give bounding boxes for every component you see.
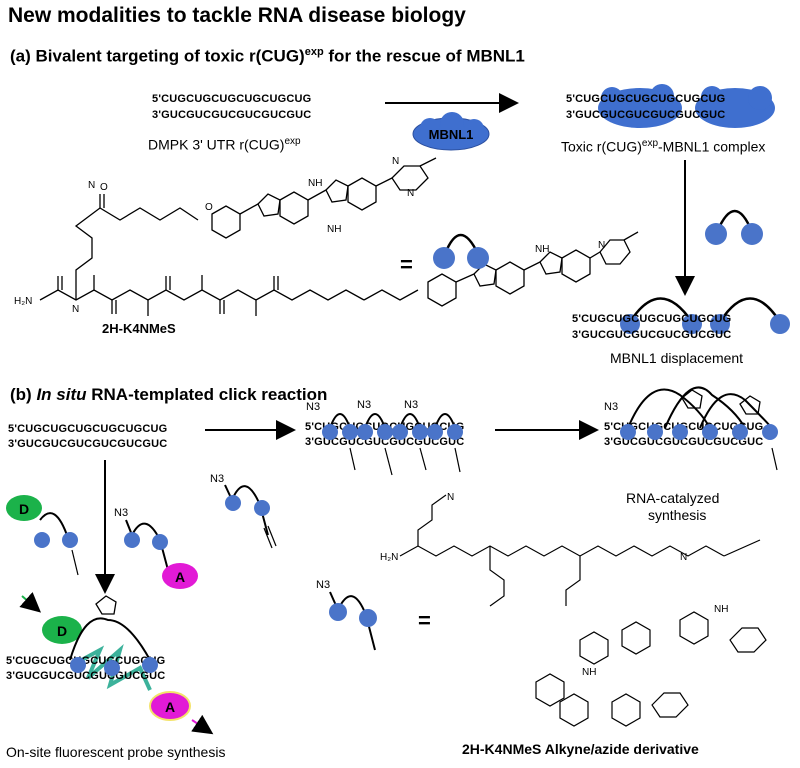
triazole-ring-1 (681, 389, 703, 409)
compound-structure-2h-k4nmes (39, 157, 639, 316)
equals-sign-b: = (418, 608, 431, 633)
rna-hairpin-b: 5'CUGCUGCUGCUGCUGCUG 3'GUCGUCGUCGUCGUCGU… (8, 423, 167, 450)
azide-label-3: N3 (357, 399, 371, 411)
atom-n-pip-3: N (598, 240, 605, 251)
acceptor-label: A (175, 569, 185, 585)
azide-label-6: N3 (114, 507, 128, 519)
acceptor-label-2: A (165, 699, 175, 715)
donor-label-2: D (57, 623, 67, 639)
deriv-atom-h2n: H₂N (380, 552, 398, 563)
deriv-atom-n-1: N (447, 492, 454, 503)
section-a-label: (a) (10, 46, 31, 66)
caption-dmpk-sup: exp (284, 136, 301, 147)
acceptor-monomer: N3 A (114, 507, 198, 589)
derivative-atom-labels: H₂N N N NH NH (380, 492, 728, 678)
azide-label-7: N3 (316, 579, 330, 591)
azide-alkyne-monomer-2: N3 (316, 579, 377, 651)
azide-label-4: N3 (404, 399, 418, 411)
rna-catalyzed-product: 5'CUGCUGCUGCUGCUGCUG 3'GUCGUCGUCGUCGUCGU… (604, 386, 778, 471)
assembly-strand-bottom: 3'GUCGUCGUCGUCGUCGUC (305, 436, 464, 448)
rna-ligand-assembly: 5'CUGCUGCUGCUGCUGCUG 3'GUCGUCGUCGUCGUCGU… (305, 399, 464, 476)
section-a-title-sup: exp (304, 46, 324, 58)
rna-strand-top: 5'CUGCUGCUGCUGCUGCUG (152, 93, 311, 105)
caption-toxic-pre: Toxic r(CUG) (561, 138, 642, 155)
section-a-title-tail: for the rescue of MBNL1 (323, 46, 525, 66)
section-a-heading: (a) Bivalent targeting of toxic r(CUG)ex… (10, 46, 525, 67)
probe-synthesis-complex: D 5'CUGCUGCUGCUGCUGCUG 3'GUCGUCGUCGUCGUC… (6, 591, 214, 735)
figure-title: New modalities to tackle RNA disease bio… (8, 4, 466, 27)
atom-nh-bottom: NH (535, 244, 549, 255)
compound-atom-labels: H₂N N N O O NH NH N N NH N (14, 156, 605, 315)
section-b-heading: (b) In situ RNA-templated click reaction (10, 385, 327, 405)
toxic-complex: 5'CUGCUGCUGCUGCUGCUG 3'GUCGUCGUCGUCGUCGU… (566, 84, 775, 128)
complex-strand-top: 5'CUGCUGCUGCUGCUGCUG (566, 93, 725, 105)
atom-n-1: N (72, 304, 79, 315)
atom-n-pip-2: N (407, 188, 414, 199)
fret-zigzag (77, 644, 152, 691)
excitation-arrow (19, 591, 42, 613)
section-b-title-italic: In situ (36, 385, 87, 404)
section-a-title: Bivalent targeting of toxic r(CUG) (35, 46, 305, 66)
triazole-ring-2 (739, 395, 761, 415)
disp-strand-bottom: 3'GUCGUCGUCGUCGUCGUC (572, 329, 731, 341)
atom-o-side: O (100, 182, 108, 193)
atom-nh-top: NH (308, 178, 322, 189)
caption-toxic-sup: exp (641, 138, 659, 149)
donor-label: D (19, 501, 29, 517)
deriv-atom-nh-2: NH (714, 604, 728, 615)
b-strand-top: 5'CUGCUGCUGCUGCUGCUG (8, 423, 167, 435)
mbnl1-label: MBNL1 (429, 127, 474, 142)
caption-dmpk: DMPK 3' UTR r(CUG)exp (148, 136, 301, 153)
emission-arrow (191, 714, 214, 735)
equals-sign-a: = (400, 252, 413, 277)
azide-alkyne-monomer: N3 (210, 473, 277, 549)
complex-strand-bottom: 3'GUCGUCGUCGUCGUCGUC (566, 109, 725, 121)
bivalent-ligand-icon-right (705, 210, 763, 245)
caption-dmpk-text: DMPK 3' UTR r(CUG) (148, 136, 285, 153)
caption-displacement: MBNL1 displacement (610, 350, 744, 366)
atom-o-ether: O (205, 202, 213, 213)
rna-strand-bottom: 3'GUCGUCGUCGUCGUCGUC (152, 109, 311, 121)
caption-probe-synthesis: On-site fluorescent probe synthesis (6, 744, 226, 760)
atom-n-side: N (88, 180, 95, 191)
caption-synthesis: synthesis (648, 507, 707, 523)
triazole-ring-probe (95, 595, 117, 615)
azide-label-2: N3 (306, 401, 320, 413)
azide-label-1: N3 (210, 473, 224, 485)
b-strand-bottom: 3'GUCGUCGUCGUCGUCGUC (8, 438, 167, 450)
atom-n-pip: N (392, 156, 399, 167)
azide-label-5: N3 (604, 401, 618, 413)
atom-h2n: H₂N (14, 296, 32, 307)
derivative-structure (399, 494, 767, 727)
disp-strand-top: 5'CUGCUGCUGCUGCUGCUG (572, 313, 731, 325)
probe-strand-top: 5'CUGCUGCUGCUGCUGCUG (6, 655, 165, 667)
displacement-complex: 5'CUGCUGCUGCUGCUGCUG 3'GUCGUCGUCGUCGUCGU… (572, 297, 790, 341)
compound-name: 2H-K4NMeS (102, 321, 176, 336)
caption-derivative: 2H-K4NMeS Alkyne/azide derivative (462, 741, 699, 757)
section-b-label: (b) (10, 385, 32, 404)
product-strand-bottom: 3'GUCGUCGUCGUCGUCGUC (604, 436, 763, 448)
section-b-title-rest: RNA-templated click reaction (86, 385, 328, 404)
rna-hairpin-top-left: 5'CUGCUGCUGCUGCUGCUG 3'GUCGUCGUCGUCGUCGU… (152, 93, 311, 121)
donor-monomer: D (6, 495, 79, 576)
deriv-atom-nh-1: NH (582, 667, 596, 678)
caption-toxic-post: -MBNL1 complex (658, 138, 766, 155)
deriv-atom-n-2: N (680, 552, 687, 563)
mbnl1-cloud: MBNL1 (412, 112, 490, 151)
bivalent-ligand-icon-a (433, 233, 489, 269)
caption-rna-catalyzed: RNA-catalyzed (626, 490, 720, 506)
caption-toxic-complex: Toxic r(CUG)exp-MBNL1 complex (561, 138, 765, 155)
atom-nh-top-2: NH (327, 224, 341, 235)
probe-strand-bottom: 3'GUCGUCGUCGUCGUCGUC (6, 670, 165, 682)
